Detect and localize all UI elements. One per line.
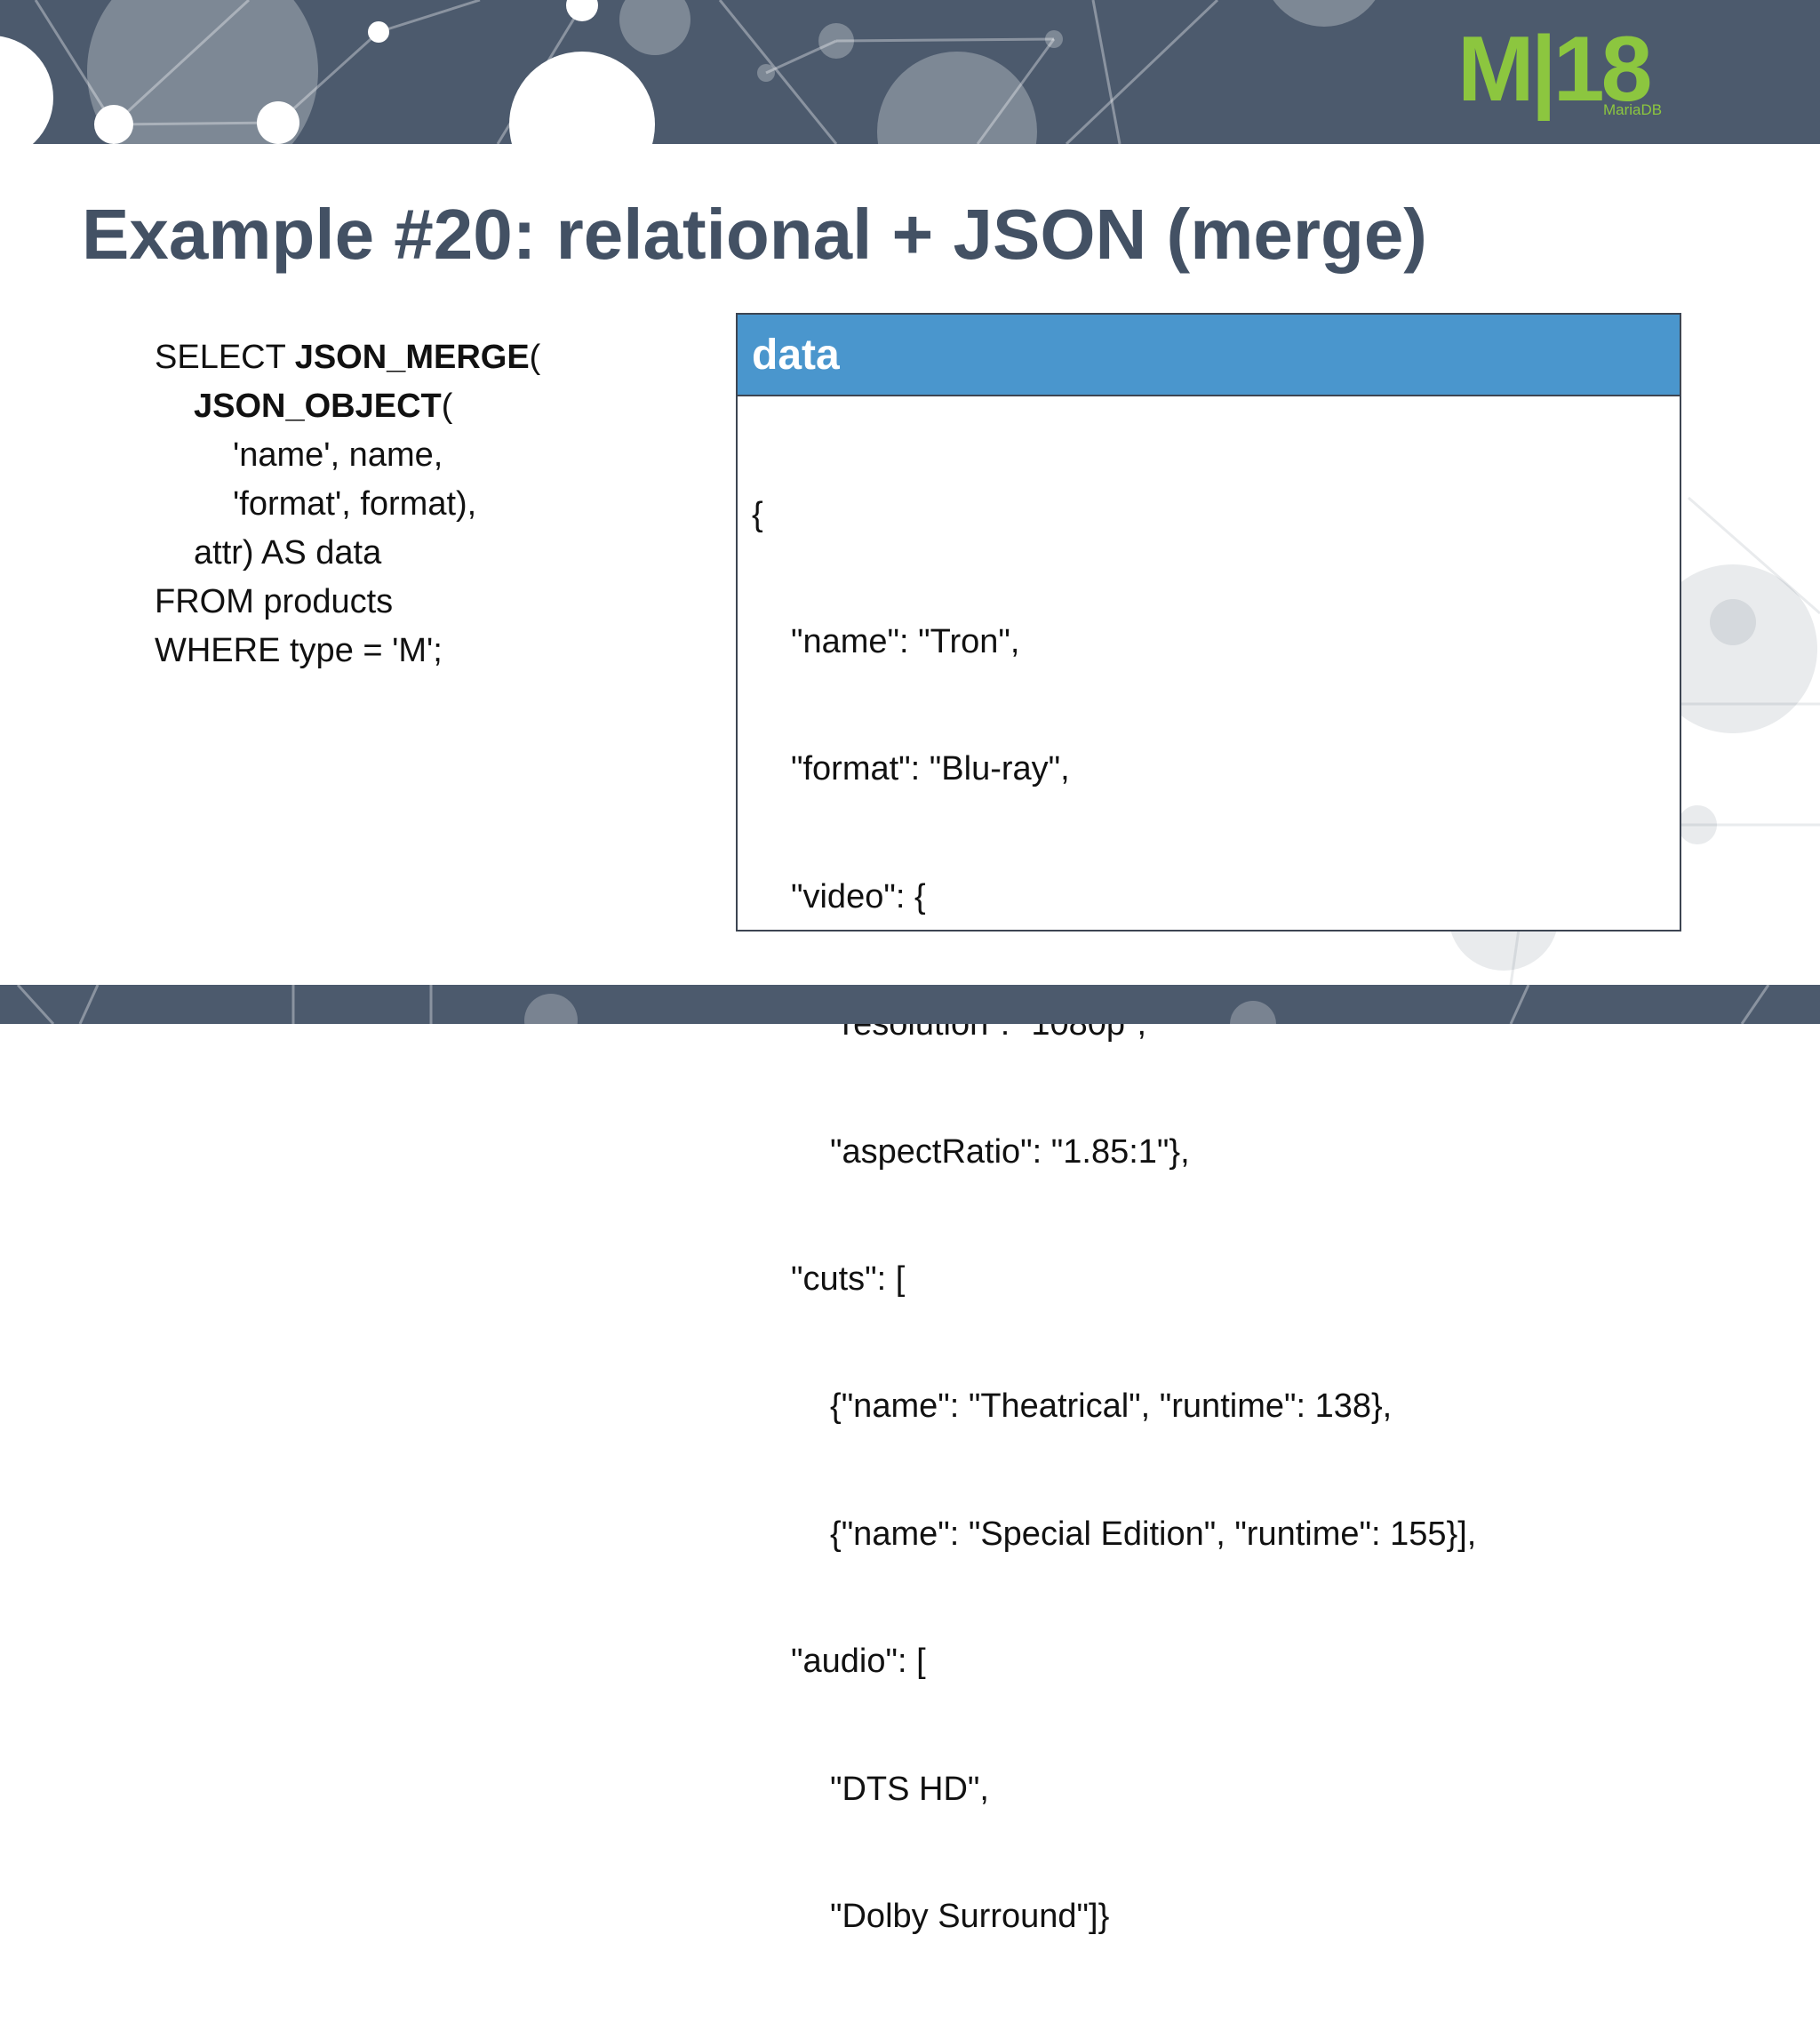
logo-subtext: MariaDB	[1603, 101, 1663, 118]
sql-line: 'format', format),	[233, 485, 477, 523]
sql-line: 'name', name,	[233, 436, 443, 474]
query-result-table: data { "name": "Tron", "format": "Blu-ra…	[736, 313, 1681, 1935]
json-line: "DTS HD",	[830, 1770, 989, 1808]
sql-line: JSON_OBJECT(	[194, 388, 453, 425]
json-line: {"name": "Theatrical", "runtime": 138},	[830, 1387, 1393, 1426]
json-line: "format": "Blu-ray",	[791, 750, 1070, 788]
bottom-network-decoration	[16, 985, 1770, 1024]
json-result-cell: { "name": "Tron", "format": "Blu-ray", "…	[738, 396, 1680, 2023]
logo-text: M|18	[1457, 18, 1652, 121]
slide-title: Example #20: relational + JSON (merge)	[82, 195, 1427, 274]
sql-line: FROM products	[155, 583, 394, 620]
json-line: "Dolby Surround"]}	[830, 1897, 1110, 1935]
json-line: "cuts": [	[791, 1259, 906, 1298]
json-line: {	[752, 495, 763, 533]
top-banner: M|18 MariaDB	[0, 0, 1820, 144]
sql-query-block: SELECT JSON_MERGE( JSON_OBJECT( 'name', …	[155, 333, 540, 676]
m18-logo: M|18 MariaDB	[1457, 23, 1680, 130]
json-line: "name": "Tron",	[791, 622, 1020, 660]
json-line: {"name": "Special Edition", "runtime": 1…	[830, 1515, 1477, 1553]
sql-line: SELECT JSON_MERGE(	[155, 339, 541, 376]
json-line: "video": {	[791, 877, 926, 916]
column-header-data: data	[738, 315, 1680, 396]
json-line: "aspectRatio": "1.85:1"},	[830, 1132, 1190, 1171]
bottom-banner	[0, 985, 1820, 1024]
json-line: "audio": [	[791, 1643, 926, 1681]
sql-line: WHERE type = 'M';	[155, 632, 443, 669]
sql-line: attr) AS data	[194, 534, 382, 572]
network-pattern-decoration	[0, 0, 1376, 144]
